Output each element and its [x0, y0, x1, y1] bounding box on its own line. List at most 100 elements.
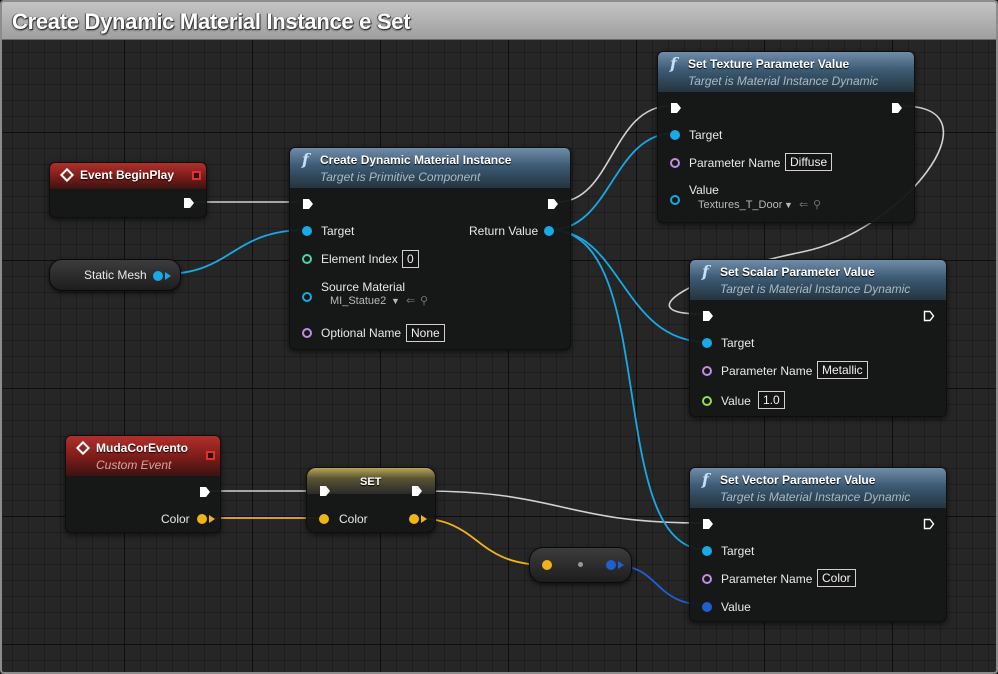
optional-name-input[interactable]: None: [406, 324, 445, 342]
set-texture-parameter-value-node[interactable]: f Set Texture Parameter Value Target is …: [657, 51, 915, 223]
node-header: [658, 52, 914, 92]
pin-arrow-icon: [209, 515, 215, 523]
node-title: Set Texture Parameter Value: [688, 57, 850, 71]
exec-in-pin[interactable]: [702, 518, 714, 530]
return-value-pin[interactable]: [544, 226, 554, 236]
comment-title: Create Dynamic Material Instance e Set: [12, 9, 411, 34]
use-selected-arrow-icon[interactable]: ⇐: [406, 295, 416, 307]
node-subtitle: Target is Material Instance Dynamic: [720, 282, 911, 296]
parameter-name-pin[interactable]: [702, 574, 712, 584]
exec-out-pin[interactable]: [923, 518, 935, 530]
node-header: [290, 148, 570, 188]
function-icon: f: [302, 150, 309, 169]
browse-search-icon[interactable]: ⚲: [813, 199, 822, 211]
target-pin[interactable]: [302, 226, 312, 236]
color-in-pin[interactable]: [319, 514, 329, 524]
return-value-label: Return Value: [469, 224, 539, 238]
object-out-pin[interactable]: [153, 271, 163, 281]
exec-in-pin[interactable]: [302, 198, 314, 210]
comment-box-header[interactable]: Create Dynamic Material Instance e Set: [2, 2, 996, 40]
value-label: Value: [689, 183, 719, 197]
source-material-label: Source Material: [321, 280, 406, 294]
value-pin[interactable]: [702, 602, 712, 612]
set-scalar-parameter-value-node[interactable]: f Set Scalar Parameter Value Target is M…: [689, 259, 947, 417]
node-title: Event BeginPlay: [80, 168, 175, 182]
pin-arrow-icon: [165, 272, 171, 280]
chevron-down-icon[interactable]: ▼: [391, 296, 400, 306]
object-wire-mesh-to-target: [163, 229, 307, 275]
conversion-dot-icon: [578, 562, 583, 567]
exec-out-pin[interactable]: [547, 198, 559, 210]
node-header: [690, 260, 946, 300]
function-icon: f: [702, 470, 709, 489]
set-variable-node[interactable]: SET Color: [306, 467, 436, 533]
target-pin-label: Target: [689, 128, 723, 142]
element-index-input[interactable]: 0: [402, 250, 419, 268]
optional-name-pin[interactable]: [302, 328, 312, 338]
target-pin[interactable]: [670, 130, 680, 140]
node-subtitle: Target is Material Instance Dynamic: [688, 74, 879, 88]
muda-cor-evento-node[interactable]: MudaCorEvento Custom Event Color: [65, 435, 221, 533]
exec-in-pin[interactable]: [702, 310, 714, 322]
chevron-down-icon[interactable]: ▼: [784, 200, 793, 210]
element-index-label: Element Index: [321, 252, 398, 266]
exec-out-pin[interactable]: [199, 486, 211, 498]
parameter-name-label: Parameter Name: [721, 572, 813, 586]
node-title: Create Dynamic Material Instance: [320, 153, 512, 167]
source-material-dropdown[interactable]: MI_Statue2: [330, 295, 387, 307]
source-material-pin[interactable]: [302, 292, 312, 302]
pin-arrow-icon: [618, 561, 624, 569]
set-vector-parameter-value-node[interactable]: f Set Vector Parameter Value Target is M…: [689, 467, 947, 622]
exec-out-pin[interactable]: [411, 485, 423, 497]
color-pin-label: Color: [161, 512, 190, 526]
value-pin[interactable]: [670, 195, 680, 205]
node-header: [690, 468, 946, 508]
element-index-pin[interactable]: [302, 254, 312, 264]
value-pin[interactable]: [702, 396, 712, 406]
object-wire-return-to-scalar: [549, 229, 708, 343]
target-pin-label: Target: [721, 544, 755, 558]
color-out-pin[interactable]: [197, 514, 207, 524]
color-out-pin[interactable]: [409, 514, 419, 524]
delegate-pin-icon[interactable]: [206, 451, 215, 460]
texture-asset-dropdown[interactable]: Textures_T_Door: [698, 199, 783, 211]
function-icon: f: [670, 54, 677, 73]
parameter-name-input[interactable]: Metallic: [817, 361, 868, 379]
exec-out-pin[interactable]: [923, 310, 935, 322]
node-subtitle: Target is Primitive Component: [320, 170, 481, 184]
parameter-name-input[interactable]: Color: [817, 569, 856, 587]
target-pin[interactable]: [702, 338, 712, 348]
function-icon: f: [702, 262, 709, 281]
delegate-pin-icon[interactable]: [192, 171, 201, 180]
target-pin[interactable]: [702, 546, 712, 556]
use-selected-arrow-icon[interactable]: ⇐: [799, 199, 809, 211]
optional-name-label: Optional Name: [321, 326, 402, 340]
vector-out-pin[interactable]: [606, 560, 616, 570]
node-title: SET: [360, 476, 382, 488]
object-wire-return-to-vector: [549, 229, 708, 551]
node-subtitle: Target is Material Instance Dynamic: [720, 490, 911, 504]
node-title: Set Scalar Parameter Value: [720, 265, 875, 279]
exec-wire-texture-to-scalar: [668, 105, 945, 315]
parameter-name-pin[interactable]: [670, 158, 680, 168]
parameter-name-pin[interactable]: [702, 366, 712, 376]
scalar-value-input[interactable]: 1.0: [758, 391, 785, 409]
event-beginplay-node[interactable]: Event BeginPlay: [49, 162, 207, 218]
browse-search-icon[interactable]: ⚲: [420, 295, 429, 307]
exec-wire-set-to-vector: [421, 490, 703, 524]
pin-arrow-icon: [421, 515, 427, 523]
target-pin-label: Target: [321, 224, 355, 238]
color-in-pin[interactable]: [542, 560, 552, 570]
target-pin-label: Target: [721, 336, 755, 350]
exec-in-pin[interactable]: [319, 485, 331, 497]
linear-color-to-vector-conversion-node[interactable]: [529, 547, 632, 583]
exec-out-pin[interactable]: [183, 197, 195, 209]
value-label: Value: [721, 600, 751, 614]
exec-in-pin[interactable]: [670, 102, 682, 114]
create-dynamic-material-instance-node[interactable]: f Create Dynamic Material Instance Targe…: [289, 147, 571, 350]
exec-out-pin[interactable]: [891, 102, 903, 114]
node-title: MudaCorEvento: [96, 441, 189, 455]
static-mesh-variable-node[interactable]: Static Mesh: [49, 259, 181, 291]
parameter-name-input[interactable]: Diffuse: [785, 153, 833, 171]
